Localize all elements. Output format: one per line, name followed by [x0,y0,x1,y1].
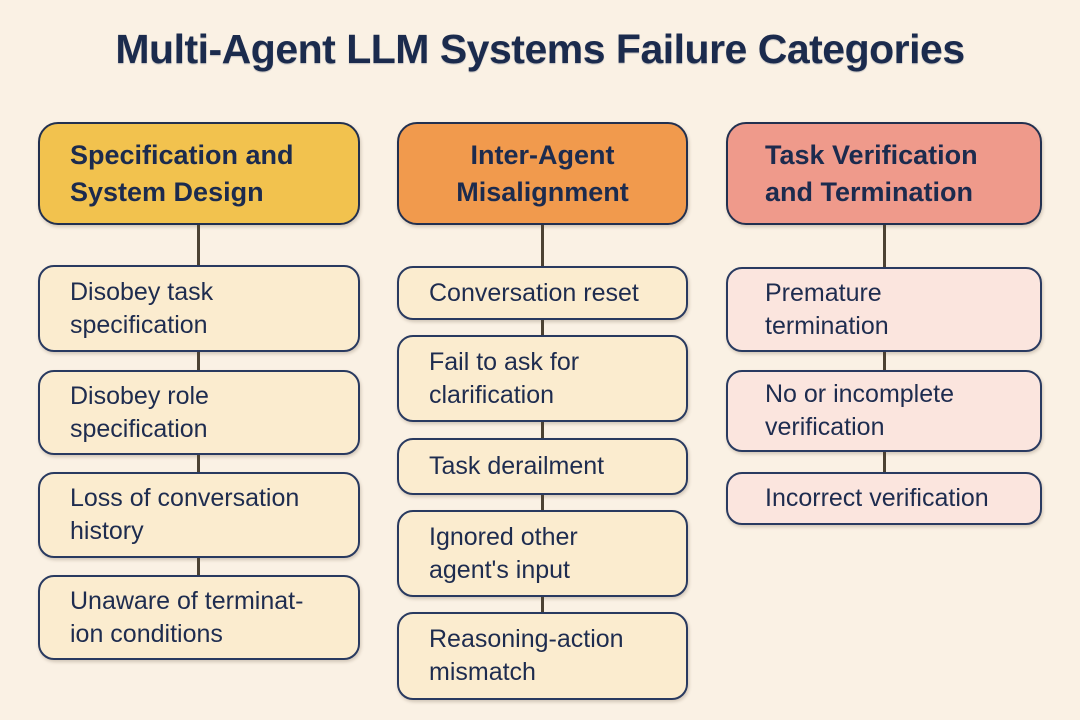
connector-line [197,558,200,575]
failure-item-label: Task derailment [429,452,605,480]
failure-item-label: Loss of conversation history [70,484,300,545]
failure-item-premature-termination: Premature termination [726,267,1042,352]
connector-line [541,422,544,438]
failure-item-label: Disobey task specification [70,277,214,339]
failure-item-label: No or incomplete verification [765,380,954,441]
failure-item-label: Reasoning-action mismatch [429,625,624,686]
failure-item-task-derailment: Task derailment [397,438,688,495]
failure-item-label: Premature termination [765,278,889,340]
failure-item-label: Fail to ask for clarification [429,347,580,409]
connector-line [541,495,544,510]
connector-line [883,352,886,370]
connector-line [541,597,544,612]
failure-item-disobey-task-specification: Disobey task specification [38,265,360,352]
failure-item-loss-of-conversation-history: Loss of conversation history [38,472,360,558]
failure-item-fail-to-ask-for-clarification: Fail to ask for clarification [397,335,688,422]
connector-line [197,225,200,265]
category-header-label: Specification and System Design [70,139,294,207]
failure-item-ignored-other-agents-input: Ignored other agent's input [397,510,688,597]
category-box-task-verification-and-termination: Task Verification and Termination [726,122,1042,225]
page-title: Multi-Agent LLM Systems Failure Categori… [115,26,965,72]
failure-item-label: Ignored other agent's input [429,522,578,584]
category-header-label: Task Verification and Termination [765,139,978,207]
failure-item-label: Disobey role specification [70,381,209,443]
failure-item-label: Unaware of terminat- ion conditions [70,586,304,648]
failure-item-incorrect-verification: Incorrect verification [726,472,1042,525]
failure-item-no-or-incomplete-verification: No or incomplete verification [726,370,1042,452]
connector-line [883,225,886,267]
failure-item-reasoning-action-mismatch: Reasoning-action mismatch [397,612,688,700]
category-box-inter-agent-misalignment: Inter-Agent Misalignment [397,122,688,225]
failure-item-label: Conversation reset [429,278,639,307]
failure-item-disobey-role-specification: Disobey role specification [38,370,360,455]
connector-line [541,225,544,266]
failure-item-conversation-reset: Conversation reset [397,266,688,320]
connector-line [197,455,200,472]
connector-line [883,452,886,472]
failure-item-label: Incorrect verification [765,484,989,512]
category-box-specification-system-design: Specification and System Design [38,122,360,225]
failure-item-unaware-of-termination-conditions: Unaware of terminat- ion conditions [38,575,360,660]
connector-line [197,352,200,370]
connector-line [541,320,544,335]
category-header-label: Inter-Agent Misalignment [456,139,629,207]
